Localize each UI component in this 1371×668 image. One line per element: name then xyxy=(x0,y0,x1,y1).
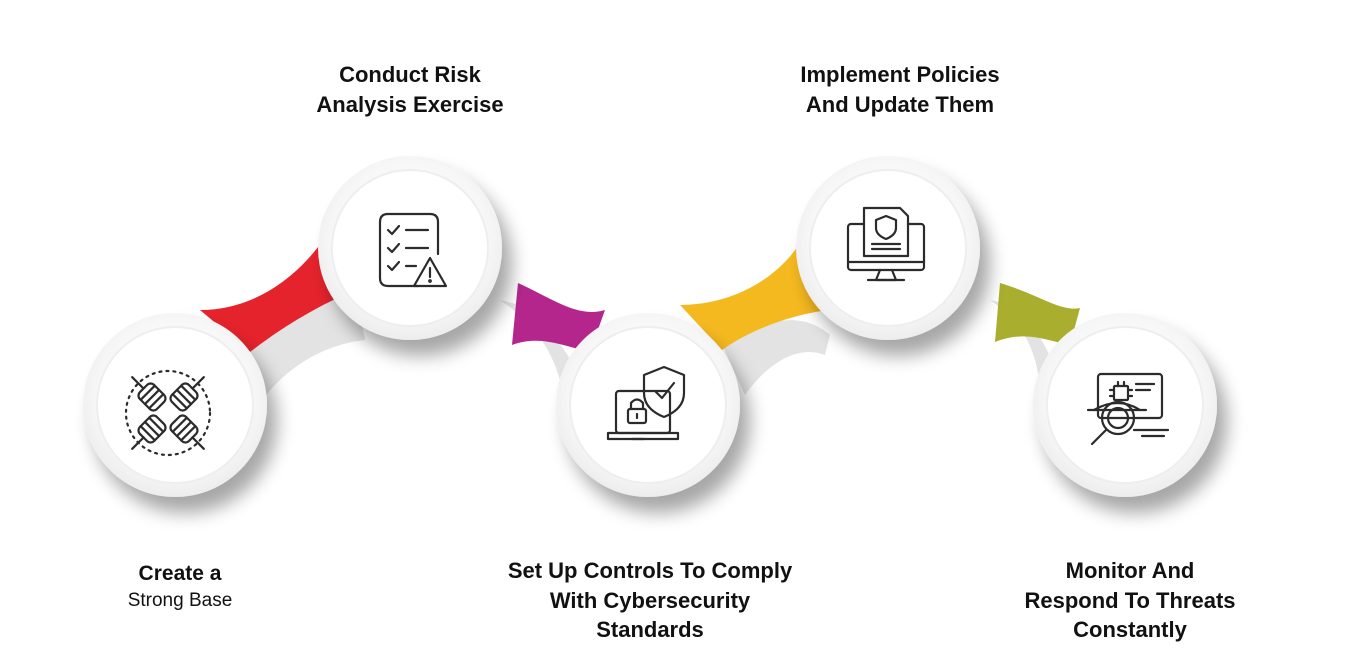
monitor-policy-document-icon xyxy=(846,206,926,282)
step-5-circle xyxy=(1033,313,1217,497)
connector-shadow-4 xyxy=(990,300,1058,385)
connector-1 xyxy=(200,230,355,352)
step-1-label-line-1: Create a xyxy=(138,562,222,585)
step-4-label-line-2: And Update Them xyxy=(805,91,995,117)
step-3-label-line-3: Standards xyxy=(596,617,704,643)
connector-shadow-3 xyxy=(720,320,830,395)
step-1-label-line-2: Strong Base xyxy=(127,590,233,612)
step-2-label-line-1: Conduct Risk xyxy=(339,62,481,87)
step-4-label: Implement Policies And Update Them xyxy=(770,60,1030,119)
step-3-label-line-1: Set Up Controls To Comply xyxy=(507,558,793,583)
step-5-label-line-1: Monitor And xyxy=(1065,558,1195,583)
checklist-warning-icon xyxy=(378,212,448,288)
step-5-label-line-2: Respond To Threats xyxy=(1024,587,1236,613)
fists-together-icon xyxy=(124,369,212,457)
step-3-label: Set Up Controls To Comply With Cybersecu… xyxy=(480,556,820,645)
connectors xyxy=(200,230,1080,400)
monitor-search-threat-icon xyxy=(1086,372,1170,446)
laptop-lock-shield-icon xyxy=(606,365,686,441)
step-4-label-line-1: Implement Policies xyxy=(800,62,1000,87)
connector-3 xyxy=(680,235,828,350)
connector-2 xyxy=(512,283,605,352)
connector-shadow-2 xyxy=(500,300,578,380)
step-2-label-line-2: Analysis Exercise xyxy=(316,91,504,117)
step-3-label-line-2: With Cybersecurity xyxy=(549,587,751,613)
step-5-label: Monitor And Respond To Threats Constantl… xyxy=(1000,556,1260,645)
connector-shadow-1 xyxy=(240,290,365,400)
connector-4 xyxy=(995,283,1080,345)
step-2-label: Conduct Risk Analysis Exercise xyxy=(290,60,530,119)
step-1-label: Create a Strong Base xyxy=(95,560,265,614)
step-5-label-line-3: Constantly xyxy=(1073,617,1187,643)
